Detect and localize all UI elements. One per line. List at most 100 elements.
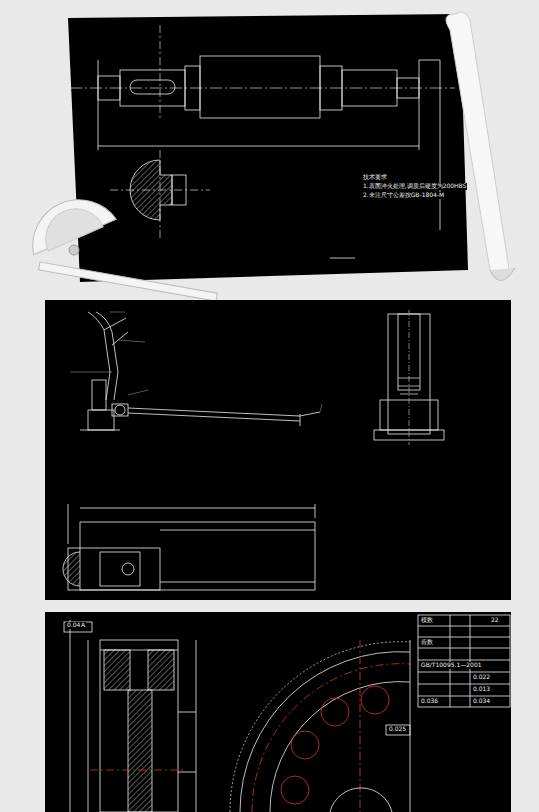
lever-drawing	[398, 378, 420, 394]
shaft-drawing	[130, 80, 175, 94]
gear-drawing	[418, 648, 510, 649]
gear-drawing	[418, 637, 510, 638]
paper-roll	[446, 12, 510, 279]
lever-drawing	[110, 312, 125, 313]
lever-drawing	[88, 410, 114, 430]
gear-drawing	[281, 776, 309, 804]
lever-drawing	[80, 430, 120, 431]
sheet-two	[45, 300, 511, 600]
lever-drawing	[100, 552, 140, 586]
drawing-note: GB/T10095.1—2001	[420, 662, 483, 669]
gear-drawing	[252, 664, 410, 812]
gear-drawing	[418, 626, 510, 627]
gear-drawing	[128, 690, 152, 812]
shaft-drawing	[397, 78, 419, 98]
gear-drawing	[88, 640, 89, 812]
gear-drawing	[100, 640, 178, 812]
lever-drawing	[63, 552, 80, 586]
gear-drawing	[148, 650, 174, 690]
lever-drawing	[128, 408, 320, 421]
shaft-drawing	[342, 70, 397, 106]
gear-drawing	[240, 652, 410, 812]
shaft-drawing	[130, 160, 172, 220]
gear-drawing	[418, 672, 510, 673]
gear-drawing	[281, 686, 389, 804]
gear-drawing	[321, 698, 349, 726]
lever-drawing	[160, 530, 315, 531]
drawing-note: 0.034	[472, 698, 491, 705]
protractor	[20, 186, 218, 301]
protractor	[39, 262, 218, 301]
gear-drawing	[270, 682, 410, 812]
drawing-note: 齿数	[420, 639, 434, 646]
shaft-drawing	[185, 66, 200, 110]
shaft-drawing	[98, 60, 99, 150]
lever-drawing	[300, 414, 301, 426]
drawing-note: 0.025	[388, 726, 407, 733]
gear-drawing	[361, 686, 389, 714]
lever-drawing	[63, 310, 444, 590]
lever-drawing	[128, 390, 148, 395]
drawing-note: A	[80, 622, 86, 629]
drawing-note: 2.未注尺寸公差按GB-1804-M	[362, 192, 445, 199]
drawing-note: 0.022	[472, 674, 491, 681]
sheet-one	[68, 12, 515, 282]
gear-drawing	[418, 684, 510, 685]
protractor	[69, 245, 79, 255]
shaft-drawing	[120, 70, 185, 106]
shaft-drawing	[70, 25, 455, 258]
lever-drawing	[104, 318, 128, 345]
lever-drawing	[118, 340, 145, 342]
gear-drawing	[178, 712, 196, 772]
gear-drawing	[64, 622, 92, 632]
lever-drawing	[70, 312, 322, 412]
shaft-drawing	[440, 60, 441, 230]
shaft-drawing	[98, 76, 120, 100]
drawing-note: 技术要求	[362, 174, 388, 181]
lever-drawing	[92, 380, 106, 410]
gear-drawing	[450, 615, 451, 707]
lever-drawing	[115, 405, 125, 415]
protractor	[37, 200, 104, 251]
lever-drawing	[315, 504, 316, 518]
gear-drawing	[100, 650, 178, 651]
lever-drawing	[70, 372, 112, 373]
gear-drawing	[418, 660, 510, 661]
lever-drawing	[68, 504, 69, 544]
lever-drawing	[112, 404, 128, 416]
drawing-note: 模数	[420, 617, 434, 624]
roll-end	[490, 268, 515, 281]
sheet	[68, 14, 468, 282]
gear-drawing	[418, 615, 510, 707]
gear-drawing	[330, 788, 392, 812]
drawing-note: 22	[490, 617, 500, 624]
lever-drawing	[80, 508, 315, 509]
gear-drawing	[70, 620, 71, 812]
gear-drawing	[64, 615, 510, 812]
lever-drawing	[160, 582, 315, 583]
drawing-note: 1.表面淬火处理,调质后硬度为200HBS	[362, 183, 467, 190]
gear-drawing	[90, 770, 185, 771]
shaft-drawing	[320, 66, 342, 110]
lever-drawing	[80, 522, 315, 590]
drawing-note: 0.036	[420, 698, 439, 705]
gear-drawing	[196, 640, 197, 812]
drawing-note: 0.013	[472, 686, 491, 693]
shaft-drawing	[419, 60, 440, 61]
gear-drawing	[291, 731, 319, 759]
lever-drawing	[122, 563, 134, 575]
sheet-three	[45, 612, 511, 812]
shaft-drawing	[172, 175, 186, 205]
shaft-drawing	[330, 258, 355, 259]
gear-drawing	[470, 615, 471, 707]
gear-drawing	[418, 696, 510, 697]
lever-drawing	[409, 310, 410, 445]
gear-drawing	[230, 642, 410, 812]
shaft-drawing	[98, 146, 419, 147]
gear-drawing	[360, 640, 361, 812]
gear-drawing	[386, 725, 410, 735]
lever-drawing	[320, 404, 322, 412]
protractor	[20, 186, 118, 254]
shaft-drawing	[200, 56, 320, 118]
